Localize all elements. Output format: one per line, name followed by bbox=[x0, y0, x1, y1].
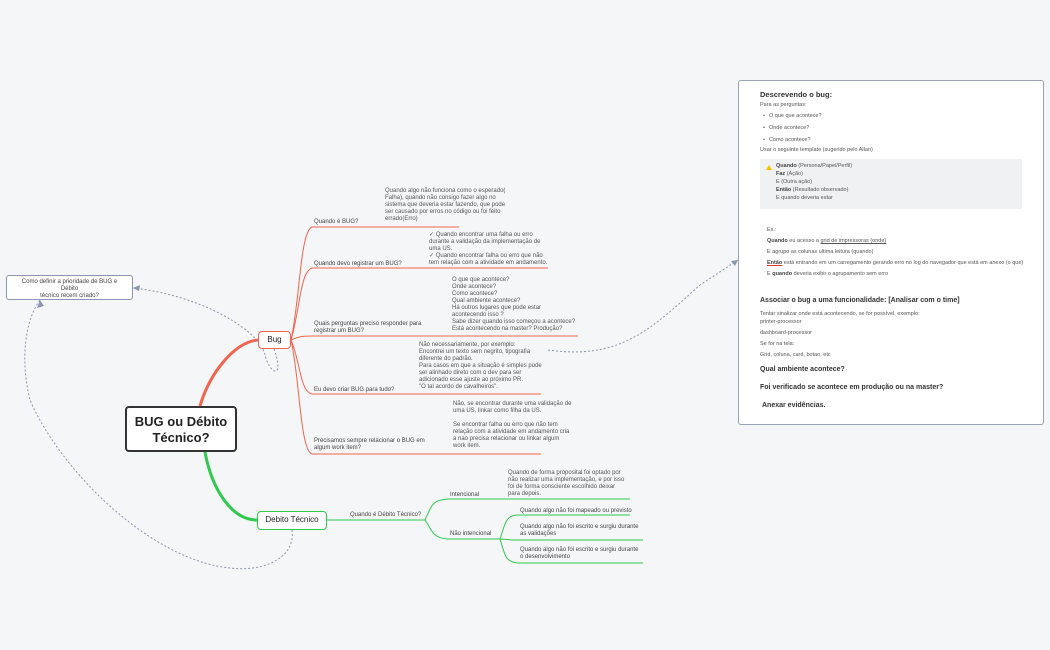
template-line-5: E quando deveria estar bbox=[776, 195, 833, 201]
example-line-3: Então está entrando em um carregamento g… bbox=[767, 260, 1024, 266]
debt-unintentional-label[interactable]: Não intencional bbox=[450, 531, 492, 537]
assoc-line-5: Grid, coluna, card, botao, etc bbox=[760, 352, 831, 358]
panel-heading-environment: Qual ambiente acontece? bbox=[760, 366, 845, 373]
assoc-line-2: printer-processor bbox=[760, 319, 802, 325]
debt-child-links bbox=[327, 498, 643, 564]
panel-intro: Para as perguntas: bbox=[760, 102, 807, 108]
bug-topic-5-answer[interactable]: Não, se encontrar durante uma validação … bbox=[453, 401, 572, 449]
priority-question-node[interactable]: Como definir a prioridade de BUG e Débit… bbox=[6, 275, 133, 300]
arrow-head bbox=[731, 260, 738, 266]
panel-question-2: Onde acontece? bbox=[763, 125, 809, 132]
bug-topic-4-question[interactable]: Eu devo criar BUG para tudo? bbox=[314, 387, 395, 393]
template-line-3: E (Outra ação) bbox=[776, 179, 813, 185]
assoc-line-1: Tentar sinalizar onde está acontecendo, … bbox=[760, 311, 920, 317]
panel-question-3: Como acontece? bbox=[763, 137, 811, 144]
example-label: Ex.: bbox=[767, 227, 777, 233]
bug-topic-1-question[interactable]: Quando é BUG? bbox=[314, 219, 359, 225]
template-box bbox=[760, 159, 1022, 209]
assoc-line-3: dashboard-processor bbox=[760, 330, 812, 336]
bug-child-links bbox=[290, 226, 578, 455]
assoc-title: Associar o bug a uma funcionalidade: [An… bbox=[760, 297, 960, 304]
debt-unintentional-item-2[interactable]: Quando algo não foi escrito e surgiu dur… bbox=[520, 524, 639, 537]
debt-unintentional-item-3[interactable]: Quando algo não foi escrito e surgiu dur… bbox=[520, 547, 639, 560]
bug-topic-2-question[interactable]: Quando devo registrar um BUG? bbox=[314, 261, 402, 267]
panel-title: Descrevendo o bug: bbox=[760, 90, 833, 99]
root-bug-link bbox=[198, 338, 259, 407]
template-line-4: Então (Resultado observado) bbox=[776, 187, 849, 193]
panel-heading-evidence: Anexar evidências. bbox=[762, 402, 826, 409]
template-line-2: Faz (Ação) bbox=[776, 171, 803, 177]
panel-question-1: O que que acontece? bbox=[763, 113, 822, 120]
bug-topic-4-answer[interactable]: Não necessariamente, por exemplo:Encontr… bbox=[419, 342, 542, 390]
debt-intentional-note[interactable]: Quando de forma proposital foi optado po… bbox=[508, 470, 625, 497]
debt-unintentional-item-1[interactable]: Quando algo não foi mapeado ou previsto bbox=[520, 508, 632, 514]
root-debt-link bbox=[203, 451, 258, 522]
panel-template-intro: Usar o seguinte template (sugerido pelo … bbox=[760, 147, 873, 153]
template-line-1: Quando (Persona/Papel/Perfil) bbox=[776, 163, 853, 169]
root-title-line1: BUG ou Débito bbox=[134, 414, 228, 429]
bug-topic-1-answer[interactable]: Quando algo não funciona como o esperado… bbox=[385, 188, 506, 222]
debt-intentional-label[interactable]: Intencional bbox=[450, 492, 480, 498]
arrow-head bbox=[37, 300, 44, 308]
debt-question[interactable]: Quando é Débito Técnico? bbox=[350, 512, 422, 518]
assoc-line-4: Se for na tela: bbox=[760, 341, 795, 347]
bug-topic-3-answer[interactable]: O que que acontece?Onde acontece?Como ac… bbox=[452, 277, 576, 332]
dotted-links bbox=[24, 259, 739, 570]
bug-node[interactable]: Bug bbox=[258, 331, 291, 349]
bug-description-panel[interactable]: Descrevendo o bug: Para as perguntas: O … bbox=[738, 80, 1044, 425]
root-title-line2: Técnico? bbox=[152, 430, 210, 445]
arrow-head bbox=[133, 285, 140, 291]
example-line-4: E quando deveria exibir o agrupamento se… bbox=[767, 271, 889, 277]
debt-node[interactable]: Debito Técnico bbox=[257, 511, 327, 530]
warning-icon bbox=[766, 165, 772, 170]
panel-heading-production: Foi verificado se acontece em produção o… bbox=[760, 384, 944, 391]
example-line-1: Quando eu acesso a grid de impressoras (… bbox=[767, 238, 887, 244]
example-line-2: E agrupo as colunas ultima leitura (quan… bbox=[767, 249, 874, 255]
root-node[interactable]: BUG ou Débito Técnico? bbox=[125, 406, 237, 452]
